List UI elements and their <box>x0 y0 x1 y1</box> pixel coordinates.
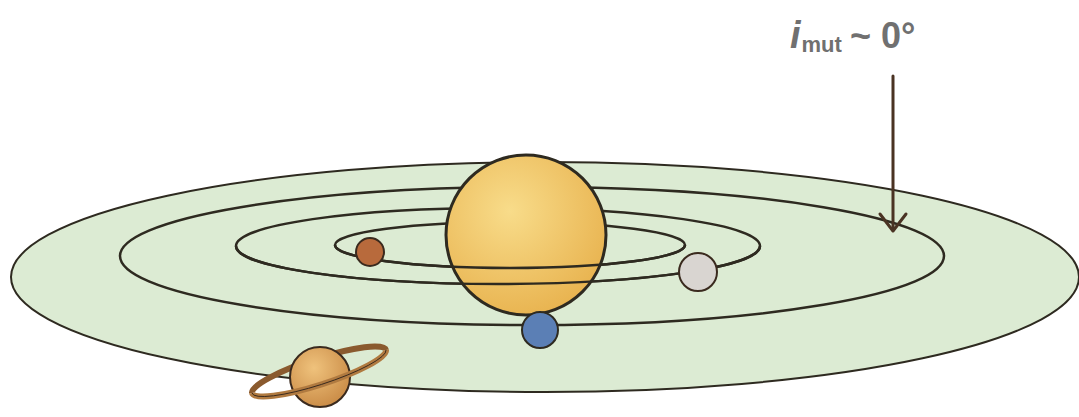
subscript-text: mut <box>802 32 842 57</box>
orbit-front-arc <box>335 245 685 268</box>
star <box>446 155 606 315</box>
symbol-text: i <box>790 14 801 56</box>
planet-grey <box>679 253 717 291</box>
planet-earth <box>522 312 558 348</box>
leader-arrow <box>880 76 906 231</box>
planet-mars <box>356 238 384 266</box>
inclination-label: imut ~ 0° <box>790 14 916 58</box>
planet-saturn <box>252 346 386 407</box>
value-text: ~ 0° <box>850 15 915 56</box>
